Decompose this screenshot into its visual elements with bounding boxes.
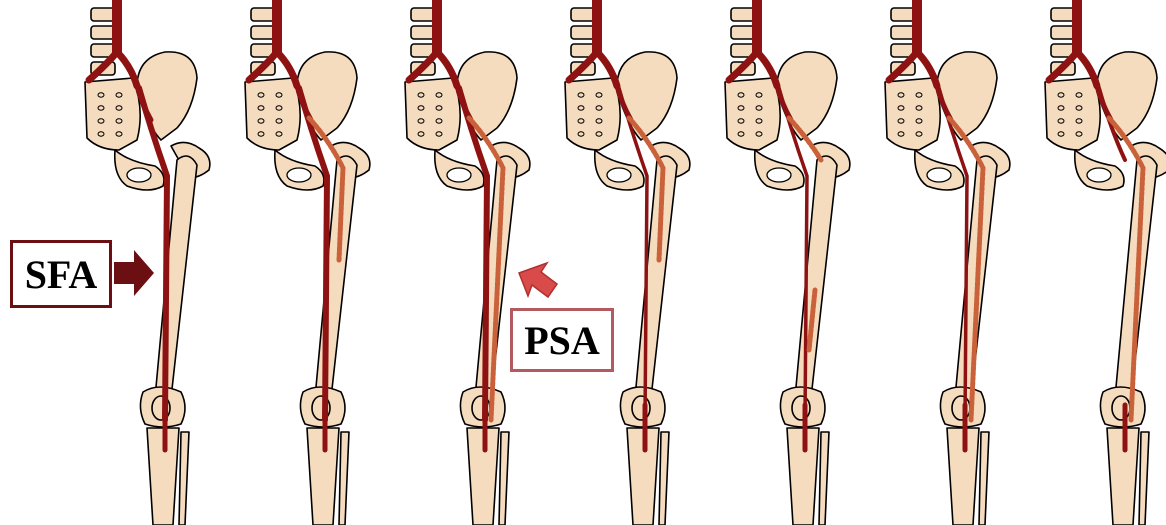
obturator-foramen: [1087, 168, 1111, 182]
sacrum: [1045, 78, 1100, 150]
obturator-foramen: [447, 168, 471, 182]
vertebra: [411, 26, 435, 39]
vertebra: [91, 8, 115, 21]
psa-label-box: PSA: [510, 308, 614, 372]
leg-panel-5: [725, 0, 850, 525]
ilium: [937, 52, 997, 140]
leg-panel-7: [1045, 0, 1166, 525]
femur: [635, 156, 677, 402]
leg-panel-2: [245, 0, 370, 525]
leg-panel-3: [405, 0, 530, 525]
ilium: [457, 52, 517, 140]
vertebra: [731, 8, 755, 21]
fibula: [659, 432, 669, 525]
leg-panel-4: [565, 0, 690, 525]
vertebra: [251, 26, 275, 39]
ilium: [137, 52, 197, 140]
obturator-foramen: [287, 168, 311, 182]
sacrum: [405, 78, 460, 150]
sacrum: [885, 78, 940, 150]
fibula: [1139, 432, 1149, 525]
sacrum: [565, 78, 620, 150]
fibula: [339, 432, 349, 525]
fibula: [179, 432, 189, 525]
vertebra: [1051, 8, 1075, 21]
psa-arrow-shape: [519, 263, 557, 297]
obturator-foramen: [767, 168, 791, 182]
vertebra: [251, 8, 275, 21]
vertebra: [91, 26, 115, 39]
panels-layer: [85, 0, 1166, 525]
femur: [795, 156, 837, 402]
vertebra: [1051, 26, 1075, 39]
obturator-foramen: [607, 168, 631, 182]
sfa-label: SFA: [25, 251, 98, 298]
sacrum: [725, 78, 780, 150]
femur: [315, 156, 357, 402]
leg-panel-6: [885, 0, 1010, 525]
fibula: [979, 432, 989, 525]
sfa-arrow: [114, 250, 154, 296]
ilium: [777, 52, 837, 140]
ilium: [1097, 52, 1157, 140]
psa-label: PSA: [524, 317, 600, 364]
vertebra: [571, 8, 595, 21]
sacrum: [245, 78, 300, 150]
vertebra: [411, 8, 435, 21]
vertebra: [891, 8, 915, 21]
sacrum: [85, 78, 140, 150]
femur: [155, 156, 197, 402]
vertebra: [891, 26, 915, 39]
obturator-foramen: [127, 168, 151, 182]
sfa-arrow-shape: [114, 250, 154, 296]
fibula: [499, 432, 509, 525]
vertebra: [731, 26, 755, 39]
psa-arrow: [519, 263, 557, 297]
ilium: [297, 52, 357, 140]
fibula: [819, 432, 829, 525]
ilium: [617, 52, 677, 140]
vertebra: [571, 26, 595, 39]
obturator-foramen: [927, 168, 951, 182]
sfa-label-box: SFA: [10, 240, 112, 308]
